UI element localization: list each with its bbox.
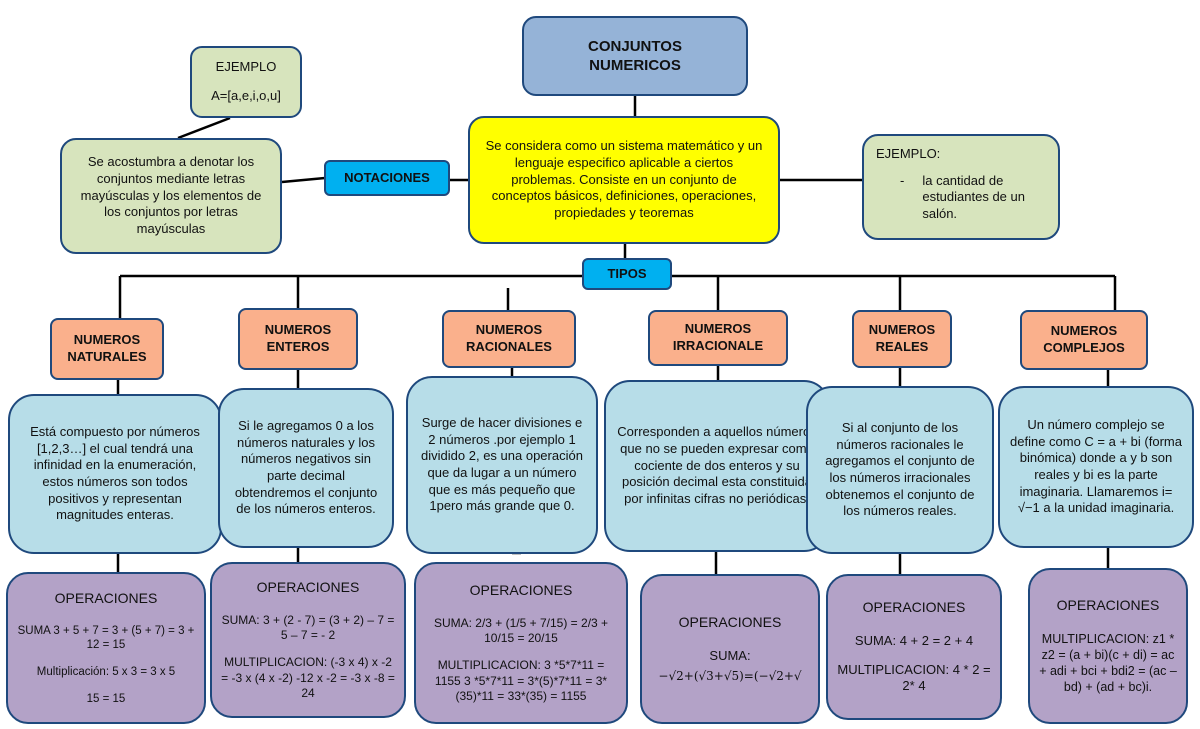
ops-title: OPERACIONES <box>256 578 360 595</box>
type-desc-complejos: Un número complejo se define como C = a … <box>998 386 1194 548</box>
type-name: NUMEROS REALES <box>868 322 936 354</box>
ops-title: OPERACIONES <box>862 599 966 616</box>
type-desc-enteros: Si le agregamos 0 a los números naturale… <box>218 388 394 548</box>
type-header-irracionales: NUMEROS IRRACIONALE <box>648 310 788 366</box>
ops-complejos: OPERACIONES MULTIPLICACION: z1 * z2 = (a… <box>1028 568 1188 724</box>
tipos-label: TIPOS <box>582 258 672 290</box>
title-line2: NUMERICOS <box>589 57 681 74</box>
ops-racionales: OPERACIONES SUMA: 2/3 + (1/5 + 7/15) = 2… <box>414 562 628 724</box>
type-header-complejos: NUMEROS COMPLEJOS <box>1020 310 1148 370</box>
type-desc-naturales: Está compuesto por números [1,2,3…] el c… <box>8 394 222 554</box>
notaciones-label: NOTACIONES <box>324 160 450 196</box>
type-desc-text: Corresponden a aquellos números que no s… <box>617 424 817 506</box>
notaciones-text-box: Se acostumbra a denotar los conjuntos me… <box>60 138 282 254</box>
ops-line: 15 = 15 <box>86 692 126 705</box>
connector <box>177 116 231 140</box>
ops-title: OPERACIONES <box>678 614 782 631</box>
type-header-racionales: NUMEROS RACIONALES <box>442 310 576 368</box>
notaciones-example-box: EJEMPLO A=[a,e,i,o,u] <box>190 46 302 118</box>
ops-line: SUMA: 2/3 + (1/5 + 7/15) = 2/3 + 10/15 =… <box>433 615 609 645</box>
ops-line: MULTIPLICACION: 3 *5*7*11 = 1155 3 *5*7*… <box>434 658 608 703</box>
ops-title: OPERACIONES <box>469 581 573 598</box>
example-right-box: EJEMPLO: - la cantidad de estudiantes de… <box>862 134 1060 240</box>
title-line1: CONJUNTOS <box>588 37 682 55</box>
ops-line: Multiplicación: 5 x 3 = 3 x 5 <box>36 665 176 678</box>
type-name: NUMEROS IRRACIONALE <box>672 321 764 353</box>
ops-title: OPERACIONES <box>1056 597 1160 614</box>
notaciones-text: Se acostumbra a denotar los conjuntos me… <box>80 154 262 236</box>
ops-irracionales: OPERACIONES SUMA: −√2+(√3+√5)=(−√2+√ <box>640 574 820 724</box>
notaciones-example-title: EJEMPLO <box>215 59 277 75</box>
type-desc-text: Si le agregamos 0 a los números naturale… <box>234 418 378 517</box>
type-desc-text: Si al conjunto de los números racionales… <box>825 420 975 519</box>
type-desc-irracionales: Corresponden a aquellos números que no s… <box>604 380 830 552</box>
definition-text: Se considera como un sistema matemático … <box>485 138 763 220</box>
title-box: CONJUNTOS NUMERICOS <box>522 16 748 96</box>
definition-box: Se considera como un sistema matemático … <box>468 116 780 244</box>
ops-enteros: OPERACIONES SUMA: 3 + (2 - 7) = (3 + 2) … <box>210 562 406 718</box>
example-right-item: - la cantidad de estudiantes de un salón… <box>876 173 1046 223</box>
type-name: NUMEROS NATURALES <box>67 332 147 364</box>
type-desc-reales: Si al conjunto de los números racionales… <box>806 386 994 554</box>
ops-line: SUMA: 4 + 2 = 2 + 4 <box>854 633 974 649</box>
ops-line: SUMA 3 + 5 + 7 = 3 + (5 + 7) = 3 + 12 = … <box>17 624 195 652</box>
example-right-text: la cantidad de estudiantes de un salón. <box>922 172 1025 221</box>
type-header-naturales: NUMEROS NATURALES <box>50 318 164 380</box>
example-right-bullet: - <box>900 172 905 188</box>
example-right-title: EJEMPLO: <box>876 146 941 161</box>
type-desc-text: Surge de hacer divisiones e 2 números .p… <box>421 415 583 514</box>
type-header-reales: NUMEROS REALES <box>852 310 952 368</box>
type-desc-racionales: Surge de hacer divisiones e 2 números .p… <box>406 376 598 554</box>
connector <box>281 176 326 184</box>
ops-line: SUMA: <box>709 647 751 663</box>
type-desc-text: Está compuesto por números [1,2,3…] el c… <box>30 424 200 523</box>
ops-naturales: OPERACIONES SUMA 3 + 5 + 7 = 3 + (5 + 7)… <box>6 572 206 724</box>
ops-line: MULTIPLICACION: z1 * z2 = (a + bi)(c + d… <box>1039 631 1177 694</box>
ops-line: −√2+(√3+√5)=(−√2+√ <box>658 668 802 683</box>
type-name: NUMEROS COMPLEJOS <box>1043 323 1125 355</box>
type-name: NUMEROS RACIONALES <box>466 322 552 354</box>
type-header-enteros: NUMEROS ENTEROS <box>238 308 358 370</box>
ops-title: OPERACIONES <box>54 589 158 606</box>
notaciones-example-value: A=[a,e,i,o,u] <box>211 88 281 103</box>
tipos-label-text: TIPOS <box>607 265 647 281</box>
ops-reales: OPERACIONES SUMA: 4 + 2 = 2 + 4 MULTIPLI… <box>826 574 1002 720</box>
ops-line: SUMA: 3 + (2 - 7) = (3 + 2) – 7 = 5 – 7 … <box>221 612 395 642</box>
type-name: NUMEROS ENTEROS <box>264 322 332 354</box>
ops-line: MULTIPLICACION: 4 * 2 = 2* 4 <box>837 661 991 694</box>
notaciones-label-text: NOTACIONES <box>344 169 430 185</box>
type-desc-text: Un número complejo se define como C = a … <box>1010 417 1182 516</box>
ops-line: MULTIPLICACION: (-3 x 4) x -2 = -3 x (4 … <box>221 655 395 700</box>
